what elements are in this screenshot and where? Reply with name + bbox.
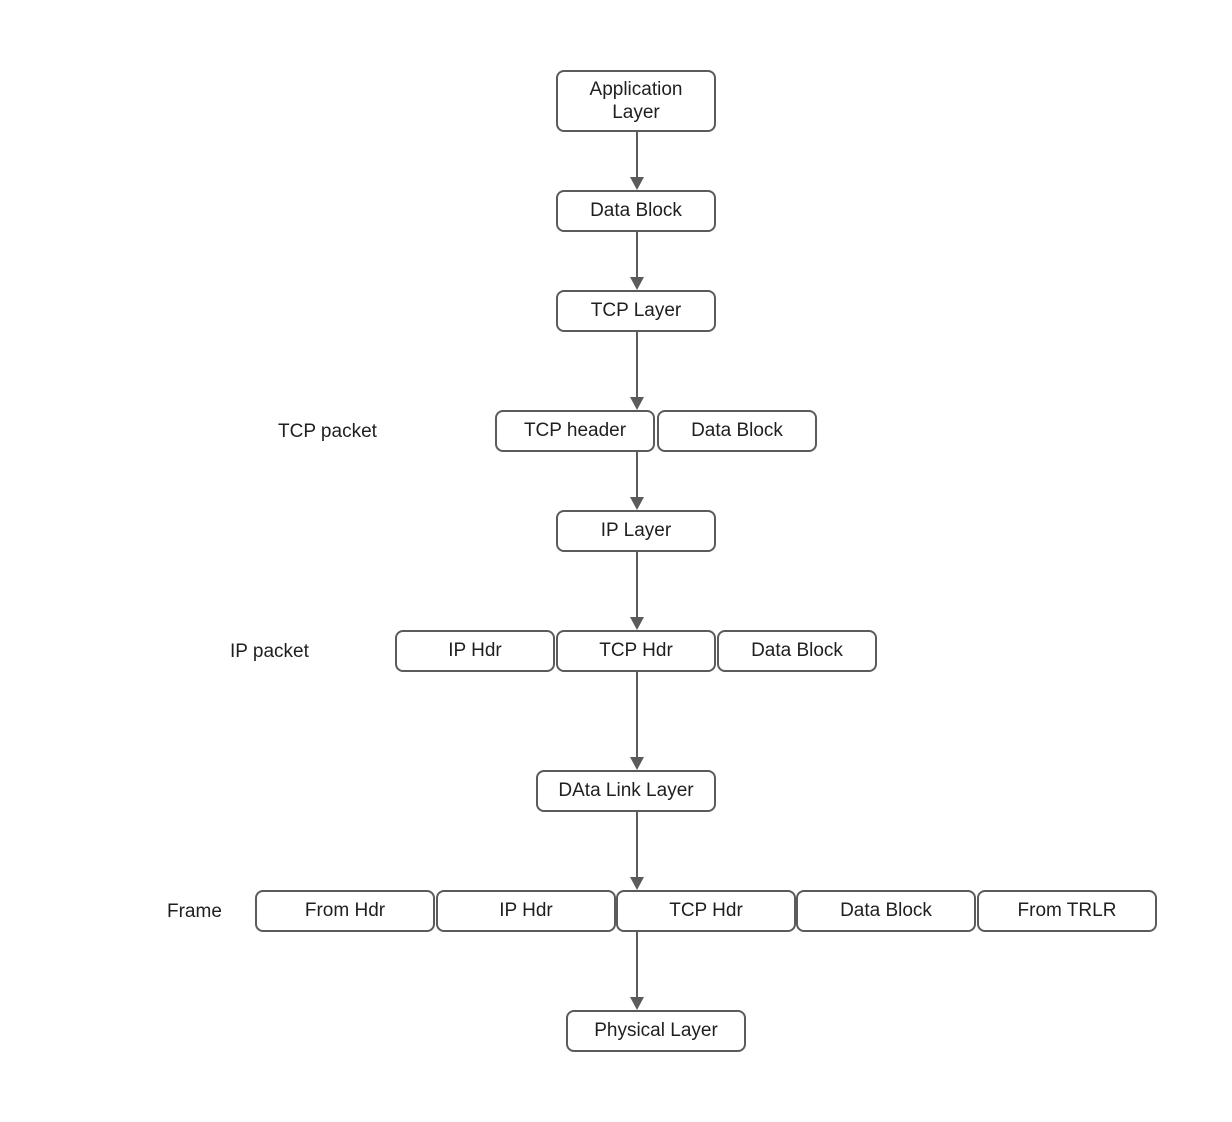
arrow-ip-packet-to-data-link-layer [630,672,644,770]
frame-segment-from-trlr[interactable]: From TRLR [977,890,1157,932]
tcp-packet-segment-tcp-header[interactable]: TCP header [495,410,655,452]
ip-packet-segment-tcp-hdr[interactable]: TCP Hdr [556,630,716,672]
frame-segment-data-block[interactable]: Data Block [796,890,976,932]
node-ip-layer[interactable]: IP Layer [556,510,716,552]
arrow-frame-to-physical-layer [630,932,644,1010]
row-label-ip-packet: IP packet [230,640,309,662]
ip-packet-segment-ip-hdr[interactable]: IP Hdr [395,630,555,672]
row-label-tcp-packet: TCP packet [278,420,377,442]
arrow-tcp-layer-to-tcp-packet [630,332,644,410]
node-application-layer[interactable]: Application Layer [556,70,716,132]
arrow-tcp-packet-to-ip-layer [630,452,644,510]
tcp-packet-segment-data-block[interactable]: Data Block [657,410,817,452]
node-data-block[interactable]: Data Block [556,190,716,232]
ip-packet-segment-data-block[interactable]: Data Block [717,630,877,672]
arrow-data-block-to-tcp-layer [630,232,644,290]
node-data-link-layer[interactable]: DAta Link Layer [536,770,716,812]
frame-segment-from-hdr[interactable]: From Hdr [255,890,435,932]
frame-segment-ip-hdr[interactable]: IP Hdr [436,890,616,932]
arrow-ip-layer-to-ip-packet [630,552,644,630]
arrow-application-to-data-block [630,132,644,190]
arrow-data-link-layer-to-frame [630,812,644,890]
node-physical-layer[interactable]: Physical Layer [566,1010,746,1052]
row-label-frame: Frame [167,900,222,922]
node-tcp-layer[interactable]: TCP Layer [556,290,716,332]
frame-segment-tcp-hdr[interactable]: TCP Hdr [616,890,796,932]
